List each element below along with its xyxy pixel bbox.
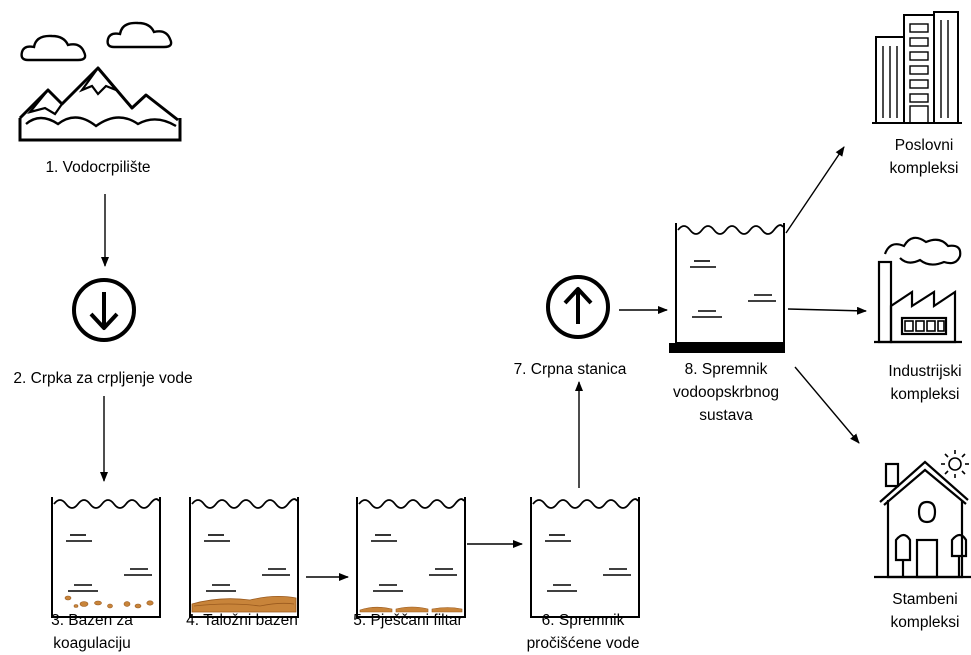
pump-station-label: 7. Crpna stanica [513,361,627,378]
arrow-up-circle-icon [546,275,610,339]
pump-label: 2. Crpka za crpljenje vode [13,370,193,387]
flow-arrows [100,146,867,581]
arrow-to-business [785,146,845,234]
residential-label: Stambeni kompleksi [891,588,960,634]
coagulation-label-line2: koagulaciju [53,635,131,652]
water-tank-icon [51,496,161,618]
business-label: Poslovni kompleksi [890,134,959,180]
supply-tank-label-line3: sustava [699,407,753,424]
coagulation-label-line1: 3. Bazen za [51,612,133,629]
arrow-down-circle-icon [72,278,136,342]
coagulation-label: 3. Bazen za koagulaciju [51,609,133,655]
residential-label-line1: Stambeni [892,591,958,608]
industrial-label: Industrijski kompleksi [888,360,961,406]
industrial-label-line2: kompleksi [890,386,960,403]
sand-filter-label: 5. Pješčani filtar [353,612,463,629]
arrow-to-industrial [787,306,867,315]
business-label-line2: kompleksi [889,160,959,177]
arrow-to-residential [794,366,860,444]
sun-icon [941,450,969,478]
source-icon-group [18,21,182,142]
business-label-line1: Poslovni [894,137,954,154]
water-tank-icon [530,496,640,618]
mountain-icon [18,66,182,142]
water-tank-icon [189,496,299,618]
house-icon [874,460,971,579]
factory-icon [874,236,962,344]
clean-tank-label-line1: 6. Spremnik [541,612,625,629]
industrial-label-line1: Industrijski [888,363,962,380]
water-tank-icon [669,222,785,353]
supply-tank-label-line1: 8. Spremnik [684,361,768,378]
clean-tank-label-line2: pročišćene vode [526,635,640,652]
residential-label-line2: kompleksi [890,614,960,631]
water-tank-icon [356,496,466,618]
cloud-icon [20,34,87,62]
settling-label: 4. Taložni bazen [186,612,298,629]
supply-tank-label-line2: vodoopskrbnog [673,384,779,401]
supply-tank-label: 8. Spremnik vodoopskrbnog sustava [673,358,779,427]
office-building-icon [872,11,962,124]
cloud-icon [106,21,173,49]
source-label: 1. Vodocrpilište [45,159,151,176]
clean-tank-label: 6. Spremnik pročišćene vode [527,609,640,655]
